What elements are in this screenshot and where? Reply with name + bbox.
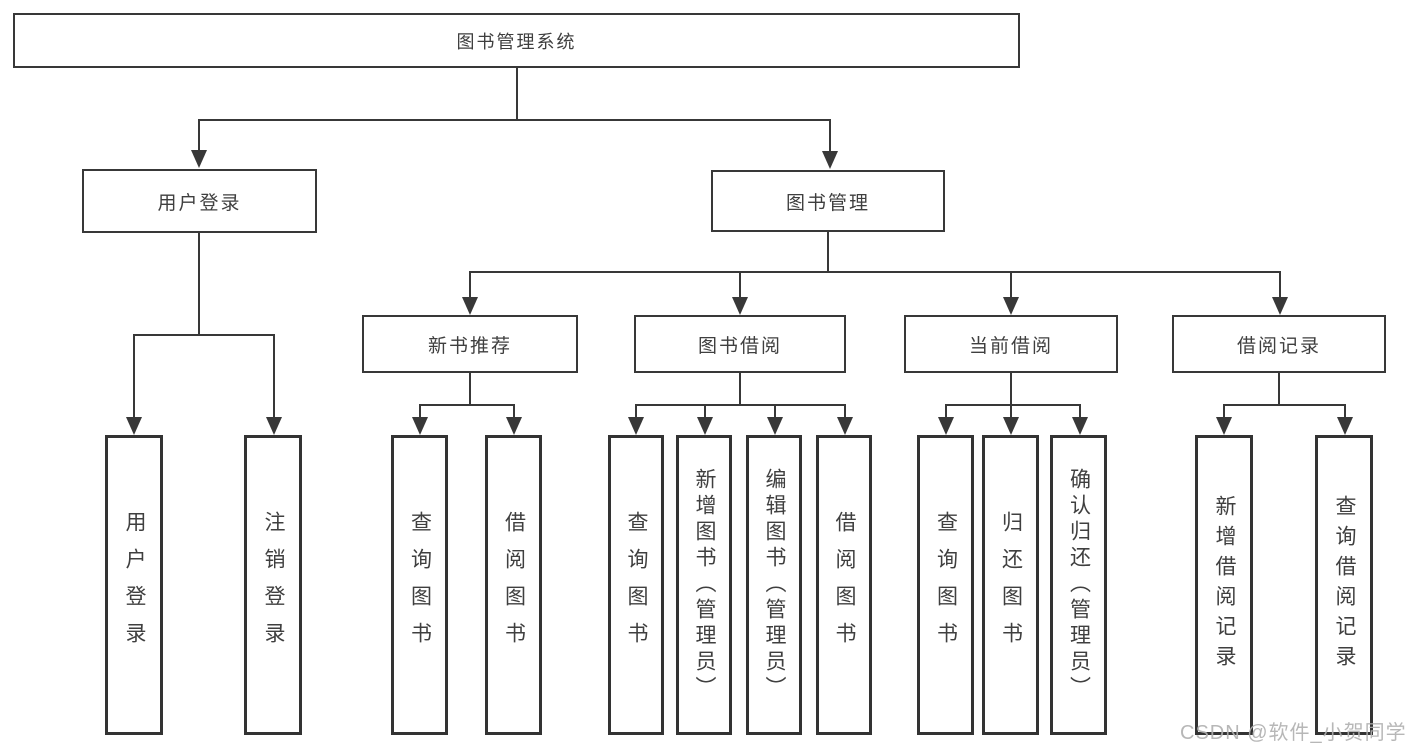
arrowhead-down: [266, 417, 282, 435]
connector-drop: [1344, 404, 1346, 420]
connector-trunk: [739, 373, 741, 406]
node-query-borrow-record: 查询借阅记录: [1315, 435, 1373, 735]
connector-drop: [774, 404, 776, 420]
arrowhead-down: [1003, 297, 1019, 315]
arrowhead-down: [126, 417, 142, 435]
node-return-books: 归还图书: [982, 435, 1039, 735]
csdn-watermark: CSDN @软件_小贺同学: [1180, 722, 1405, 744]
arrowhead-down: [191, 150, 207, 168]
connector-drop: [419, 404, 421, 420]
arrowhead-down: [506, 417, 522, 435]
node-borrow-books: 借阅图书: [816, 435, 872, 735]
connector-drop: [829, 119, 831, 153]
connector-drop: [635, 404, 637, 420]
connector-trunk: [1278, 373, 1280, 406]
node-borrowing-records: 借阅记录: [1172, 315, 1386, 373]
arrowhead-down: [628, 417, 644, 435]
arrowhead-down: [767, 417, 783, 435]
connector-drop: [1279, 271, 1281, 299]
connector-drop: [469, 271, 471, 299]
node-borrow-books-recommend: 借阅图书: [485, 435, 542, 735]
node-logout: 注销登录: [244, 435, 302, 735]
connector-drop: [739, 271, 741, 299]
node-query-books-recommend: 查询图书: [391, 435, 448, 735]
connector-root-trunk: [516, 68, 518, 121]
node-new-book-recommend: 新书推荐: [362, 315, 578, 373]
connector-drop: [1223, 404, 1225, 420]
node-query-books-borrowing: 查询图书: [608, 435, 664, 735]
arrowhead-down: [697, 417, 713, 435]
arrowhead-down: [1272, 297, 1288, 315]
arrowhead-down: [1003, 417, 1019, 435]
connector-hline: [469, 271, 1281, 273]
node-library-management-system: 图书管理系统: [13, 13, 1020, 68]
connector-drop: [513, 404, 515, 420]
arrowhead-down: [822, 151, 838, 169]
connector-drop: [1079, 404, 1081, 420]
connector-trunk: [1010, 373, 1012, 406]
connector-trunk: [198, 233, 200, 336]
connector-drop: [1010, 271, 1012, 299]
node-add-books-admin: 新增图书（管理员）: [676, 435, 732, 735]
node-user-login: 用户登录: [105, 435, 163, 735]
connector-drop: [198, 119, 200, 152]
connector-hline: [419, 404, 515, 406]
arrowhead-down: [732, 297, 748, 315]
connector-hline: [945, 404, 1080, 406]
connector-drop: [133, 334, 135, 419]
node-book-borrowing: 图书借阅: [634, 315, 846, 373]
node-current-borrowing: 当前借阅: [904, 315, 1118, 373]
connector-drop: [945, 404, 947, 420]
arrowhead-down: [412, 417, 428, 435]
connector-drop: [844, 404, 846, 420]
connector-hline: [635, 404, 845, 406]
arrowhead-down: [462, 297, 478, 315]
connector-trunk: [469, 373, 471, 406]
arrowhead-down: [1337, 417, 1353, 435]
connector-trunk: [827, 232, 829, 273]
connector-hline: [133, 334, 275, 336]
node-query-books-current: 查询图书: [917, 435, 974, 735]
connector-root-hline: [198, 119, 830, 121]
arrowhead-down: [1216, 417, 1232, 435]
node-confirm-return-admin: 确认归还（管理员）: [1050, 435, 1107, 735]
connector-drop: [704, 404, 706, 420]
arrowhead-down: [1072, 417, 1088, 435]
node-add-borrow-record: 新增借阅记录: [1195, 435, 1253, 735]
connector-hline: [1223, 404, 1345, 406]
node-book-management: 图书管理: [711, 170, 945, 232]
node-edit-books-admin: 编辑图书（管理员）: [746, 435, 802, 735]
connector-drop: [273, 334, 275, 419]
connector-drop: [1010, 404, 1012, 420]
node-user-login-branch: 用户登录: [82, 169, 317, 233]
arrowhead-down: [938, 417, 954, 435]
arrowhead-down: [837, 417, 853, 435]
